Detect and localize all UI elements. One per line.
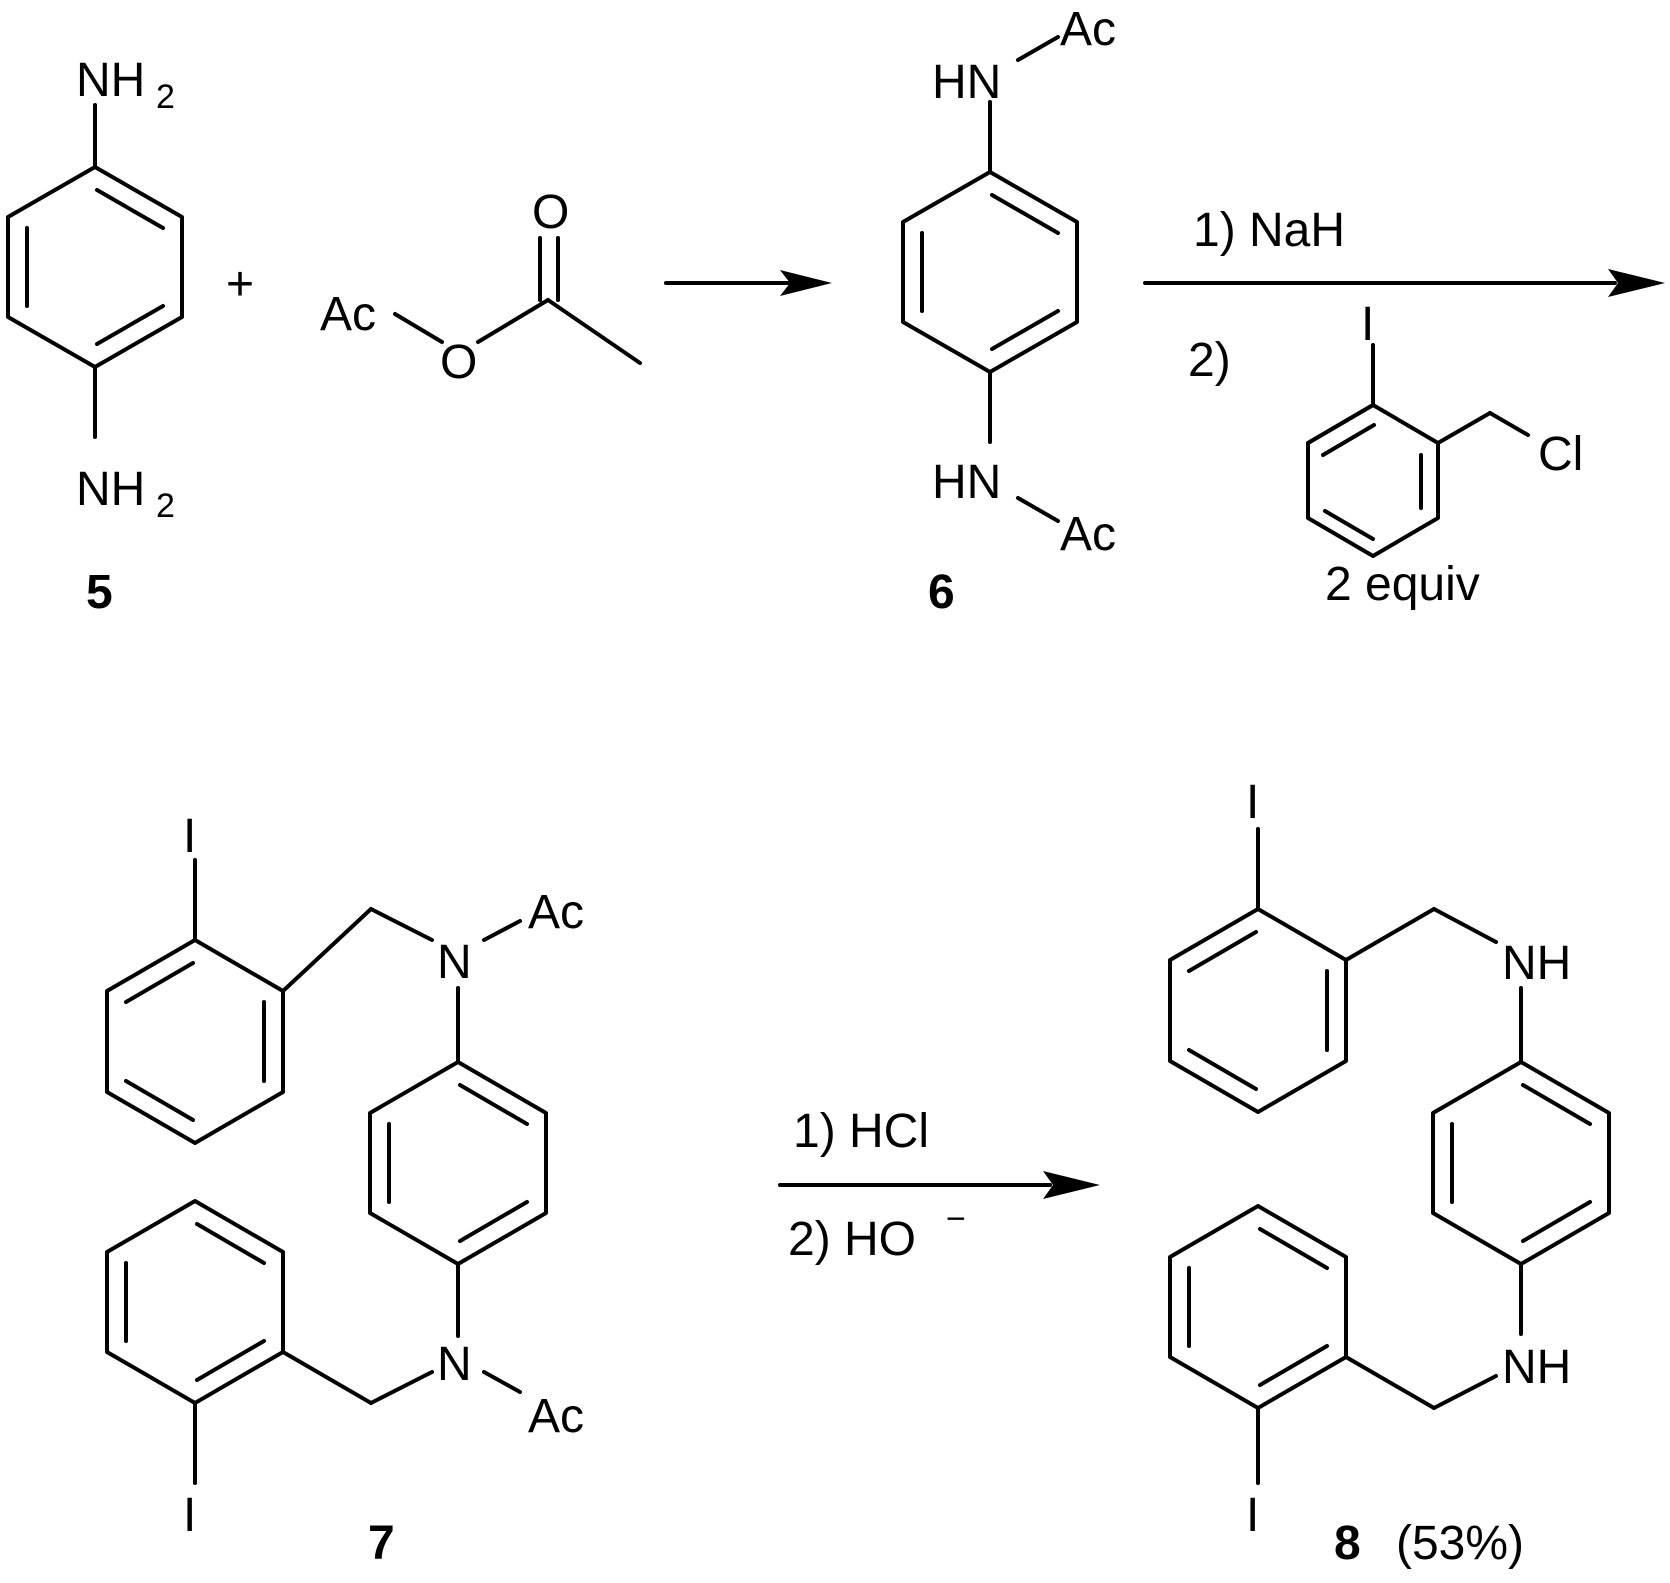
- compound-8-ch2-top-b: [1432, 907, 1498, 944]
- compound-7-ch2-top-b: [369, 907, 434, 942]
- compound-8-ch2-top-a: [1344, 907, 1436, 962]
- compound-8-yield: (53%): [1396, 1517, 1524, 1570]
- compound-6-ac-bond-bottom: [1016, 496, 1060, 523]
- compound-6-nh-bottom: HN: [932, 456, 1001, 509]
- reaction-arrow-2: [1143, 269, 1665, 297]
- compound-8-nh-bottom: NH: [1502, 1341, 1571, 1394]
- compound-8: I NH NH I 8 (53%): [1168, 776, 1611, 1570]
- compound-8-iodo-bottom: I: [1246, 1489, 1259, 1542]
- compound-6: HN Ac HN Ac 6: [901, 3, 1116, 619]
- compound-5-amine-bottom: NH: [76, 463, 145, 516]
- compound-6-number: 6: [928, 566, 955, 619]
- anhydride-o-c-bond: [476, 298, 550, 344]
- compound-5-amine-top: NH: [76, 54, 145, 107]
- compound-6-ac-top: Ac: [1060, 3, 1116, 56]
- compound-5-amine-bottom-subscript: 2: [156, 487, 175, 525]
- compound-7-central-ring: [368, 1060, 548, 1266]
- reagent-iodo-label: I: [1361, 298, 1374, 351]
- reagent-ch2-bond-b: [1488, 411, 1530, 437]
- anhydride-bridge-oxygen: O: [440, 336, 477, 389]
- arrow-3-condition-1: 1) HCl: [793, 1105, 929, 1158]
- plus-sign: +: [226, 258, 254, 311]
- compound-6-ring: [901, 170, 1079, 374]
- compound-8-central-ring: [1431, 1060, 1611, 1266]
- acetic-anhydride: Ac O O: [320, 186, 642, 389]
- compound-5-amine-top-subscript: 2: [156, 78, 175, 116]
- compound-5-number: 5: [86, 566, 113, 619]
- compound-7-ac-top-bond: [482, 919, 522, 942]
- reagent-iodobenzyl-chloride: I Cl 2 equiv: [1306, 298, 1583, 611]
- arrow-3-condition-2: 2) HO: [788, 1213, 916, 1266]
- reagent-chloro-label: Cl: [1538, 428, 1583, 481]
- anhydride-acyl-bond: [393, 312, 444, 344]
- compound-7-n-bottom: N: [437, 1338, 472, 1391]
- compound-6-ac-bond-top: [1016, 35, 1060, 62]
- compound-7-iodo-bottom: I: [183, 1489, 196, 1542]
- compound-6-nh-top: HN: [932, 56, 1001, 109]
- reagent-ch2-bond-a: [1436, 411, 1492, 445]
- compound-8-number: 8: [1334, 1517, 1361, 1570]
- arrow-2-condition-1: 1) NaH: [1193, 204, 1345, 257]
- compound-7-ac-bottom: Ac: [528, 1390, 584, 1443]
- reaction-arrow-1: [664, 270, 832, 296]
- compound-5: NH 2 NH 2 5: [6, 54, 184, 619]
- anhydride-acyl-label: Ac: [320, 288, 376, 341]
- reagent-ring: [1306, 403, 1440, 558]
- compound-7-number: 7: [368, 1517, 395, 1570]
- compound-8-ch2-bottom-b: [1344, 1355, 1436, 1410]
- compound-7-iodo-top: I: [183, 810, 196, 863]
- arrow-2-condition-2: 2): [1188, 334, 1231, 387]
- compound-7-ch2-bottom-b: [281, 1350, 373, 1405]
- anhydride-methyl-bond: [546, 298, 642, 365]
- compound-7-ch2-bottom-a: [369, 1370, 434, 1405]
- compound-8-lower-aryl-ring: [1168, 1204, 1348, 1410]
- anhydride-carbonyl-oxygen: O: [532, 186, 569, 239]
- compound-6-ac-bottom: Ac: [1060, 508, 1116, 561]
- compound-7-lower-aryl-ring: [105, 1199, 285, 1405]
- compound-8-nh-top: NH: [1502, 937, 1571, 990]
- compound-7-ac-bottom-bond: [482, 1370, 522, 1394]
- compound-7-ac-top: Ac: [528, 886, 584, 939]
- compound-7: I N Ac N Ac I 7: [105, 810, 584, 1570]
- compound-7-n-top: N: [437, 936, 472, 989]
- arrow-3-hydroxide-charge: −: [946, 1200, 966, 1238]
- reagent-equiv: 2 equiv: [1325, 558, 1480, 611]
- reaction-arrow-3: [778, 1171, 1100, 1199]
- compound-8-ch2-bottom-a: [1432, 1374, 1498, 1410]
- compound-7-ch2-top-a: [281, 907, 373, 993]
- compound-5-ring: [6, 165, 184, 369]
- compound-8-iodo-top: I: [1246, 776, 1259, 829]
- compound-7-upper-aryl-ring: [105, 938, 285, 1145]
- compound-8-upper-aryl-ring: [1168, 907, 1348, 1114]
